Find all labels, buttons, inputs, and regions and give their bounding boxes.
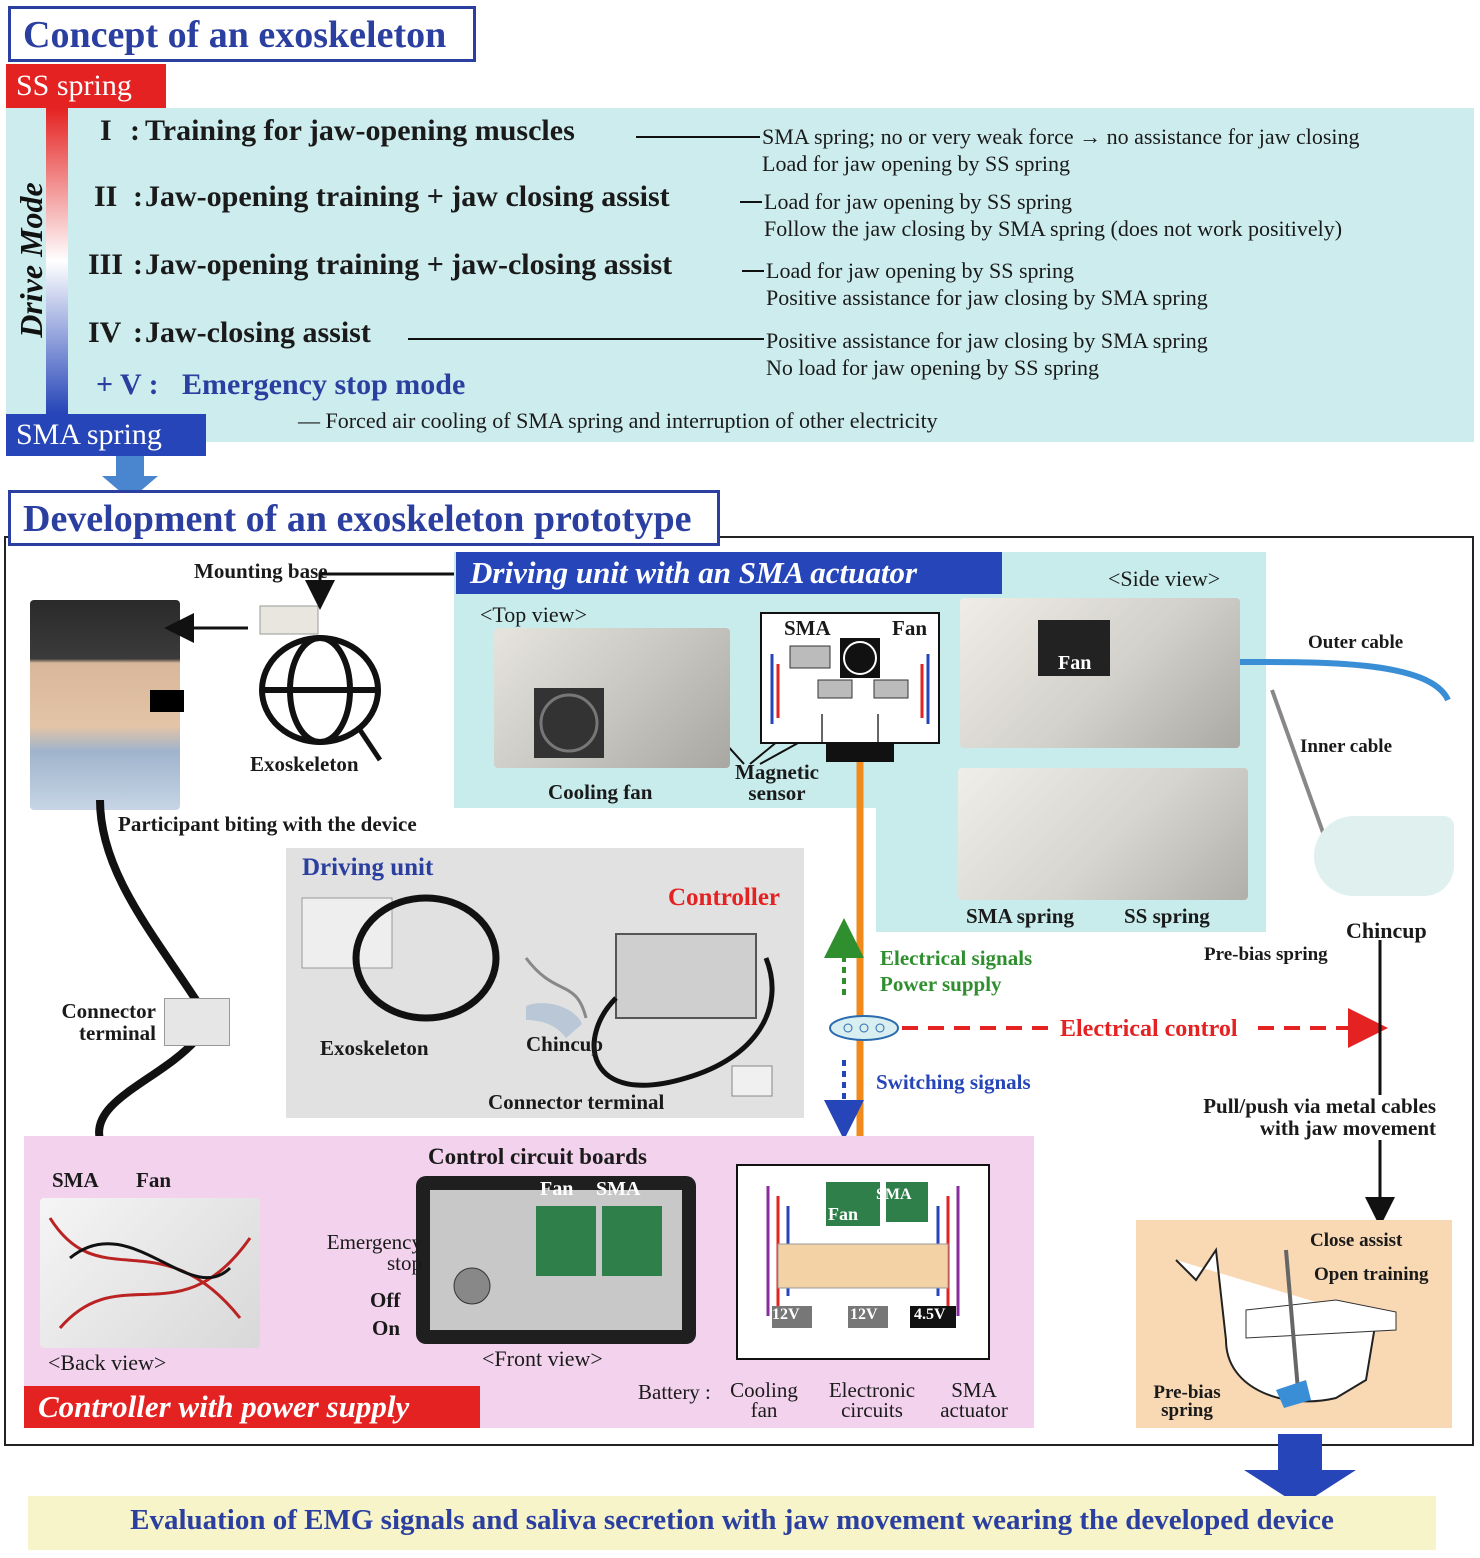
drive-mode-panel — [6, 108, 1474, 442]
mode-1-desc1: SMA spring; no or very weak force → no a… — [762, 124, 1360, 149]
emergency-stop-label: Emergency stop — [326, 1230, 422, 1275]
back-fan-label: Fan — [136, 1168, 172, 1192]
jaw-pre-bias-label: Pre-bias spring — [1153, 1382, 1221, 1421]
on-label: On — [372, 1316, 401, 1340]
mode-4-desc1: Positive assistance for jaw closing by S… — [766, 328, 1208, 353]
down-arrow-icon — [102, 456, 158, 500]
controller-power-title: Controller with power supply — [24, 1386, 480, 1428]
back-view-photo — [40, 1198, 260, 1348]
battery-sma-label: SMA actuator — [940, 1378, 1008, 1422]
mode-3-desc2: Positive assistance for jaw closing by S… — [766, 285, 1208, 310]
schematic-sma-label: SMA — [784, 616, 831, 640]
springs-photo — [958, 768, 1248, 900]
mode-5-prefix: + V : — [96, 368, 159, 401]
front-sma-label: SMA — [596, 1178, 641, 1200]
outer-cable-label: Outer cable — [1308, 632, 1404, 653]
mode-2-name: Jaw-opening training + jaw closing assis… — [145, 180, 670, 213]
prototype-title: Development of an exoskeleton prototype — [8, 490, 720, 546]
mode-5-desc: — Forced air cooling of SMA spring and i… — [298, 408, 938, 433]
pre-bias-label: Pre-bias spring — [1204, 944, 1328, 965]
front-view-label: <Front view> — [482, 1346, 603, 1371]
inner-cable-label: Inner cable — [1300, 736, 1393, 757]
side-view-label: <Side view> — [1108, 566, 1221, 591]
jaw-panel — [1136, 1220, 1452, 1428]
mounting-base-label: Mounting base — [194, 559, 328, 583]
cooling-fan-label: Cooling fan — [548, 780, 653, 804]
mode-3-number: III — [88, 248, 124, 281]
side-view-photo — [960, 598, 1240, 748]
switching-label: Switching signals — [876, 1070, 1031, 1094]
overview-panel — [286, 848, 804, 1118]
ss-spring-label: SS spring — [6, 64, 166, 108]
side-fan-label: Fan — [1058, 652, 1092, 674]
chincup-label: Chincup — [1346, 918, 1427, 943]
with-jaw-label: with jaw movement — [1259, 1116, 1436, 1140]
mode-4-desc2: No load for jaw opening by SS spring — [766, 355, 1100, 380]
mode-4-number: IV — [88, 316, 122, 349]
chincup-photo — [1314, 816, 1454, 896]
mode-3-name: Jaw-opening training + jaw-closing assis… — [145, 248, 673, 281]
open-training-label: Open training — [1314, 1264, 1429, 1285]
splitter-icon — [829, 1015, 899, 1041]
top-view-photo — [494, 628, 730, 768]
exoskeleton-photo — [259, 605, 383, 762]
mode-2-desc1: Load for jaw opening by SS spring — [764, 189, 1072, 214]
battery-12v-a: 12V — [772, 1306, 800, 1323]
driving-unit-label: Driving unit — [302, 854, 434, 881]
mode-2-number: II — [94, 180, 118, 213]
sma-spring-label: SMA spring — [6, 414, 206, 456]
pull-push-label: Pull/push via metal cables — [1203, 1094, 1436, 1118]
power-supply-label: Power supply — [880, 972, 1002, 996]
electrical-control-label: Electrical control — [1060, 1016, 1238, 1042]
mode-2-desc2: Follow the jaw closing by SMA spring (do… — [764, 216, 1343, 241]
connector-terminal-label: Connector terminal — [61, 999, 156, 1045]
battery-12v-b: 12V — [850, 1306, 878, 1323]
magnetic-sensor-label: Magnetic sensor — [735, 760, 819, 805]
battery-electronic-label: Electronic circuits — [828, 1378, 916, 1422]
exoskeleton-label: Exoskeleton — [250, 752, 359, 776]
concept-title: Concept of an exoskeleton — [8, 6, 476, 62]
overview-chincup-label: Chincup — [526, 1032, 604, 1056]
schematic-fan-lower: Fan — [828, 1204, 859, 1224]
connector-terminal-photo — [164, 998, 230, 1046]
mode-3-desc1: Load for jaw opening by SS spring — [766, 258, 1074, 283]
sensor-schematic — [760, 612, 940, 744]
schematic-sma-lower: SMA — [876, 1186, 912, 1203]
electrical-signals-label: Electrical signals — [880, 946, 1033, 970]
mode-1-desc2: Load for jaw opening by SS spring — [762, 151, 1070, 176]
back-view-label: <Back view> — [48, 1350, 167, 1375]
control-boards-label: Control circuit boards — [428, 1144, 647, 1169]
overview-exoskeleton-label: Exoskeleton — [320, 1036, 429, 1060]
mode-5-name: Emergency stop mode — [182, 368, 466, 401]
driving-unit-title: Driving unit with an SMA actuator — [456, 552, 1002, 594]
mode-4-name: Jaw-closing assist — [145, 316, 371, 349]
front-view-photo — [416, 1176, 696, 1344]
battery-45v: 4.5V — [914, 1306, 946, 1323]
drive-mode-label: Drive Mode — [13, 182, 49, 338]
top-view-label: <Top view> — [480, 602, 587, 627]
drive-mode-gradient — [46, 108, 68, 414]
overview-connector-label: Connector terminal — [488, 1090, 665, 1114]
participant-label: Participant biting with the device — [118, 812, 417, 836]
prototype-frame — [4, 536, 1474, 1446]
mode-1-name: Training for jaw-opening muscles — [145, 114, 575, 147]
off-label: Off — [370, 1288, 401, 1312]
battery-label: Battery : — [638, 1380, 711, 1404]
mode-1-number: I — [100, 114, 112, 147]
controller-label: Controller — [668, 884, 781, 911]
sma-spring-photo-label: SMA spring — [966, 904, 1074, 928]
back-sma-label: SMA — [52, 1168, 99, 1192]
close-assist-label: Close assist — [1310, 1230, 1403, 1251]
front-fan-label: Fan — [540, 1178, 574, 1200]
evaluation-banner — [28, 1496, 1436, 1550]
evaluation-text: Evaluation of EMG signals and saliva sec… — [130, 1504, 1334, 1536]
schematic-fan-label: Fan — [892, 616, 928, 640]
battery-cooling-label: Cooling fan — [730, 1378, 798, 1422]
controller-schematic — [736, 1164, 990, 1360]
ss-spring-photo-label: SS spring — [1124, 904, 1210, 928]
